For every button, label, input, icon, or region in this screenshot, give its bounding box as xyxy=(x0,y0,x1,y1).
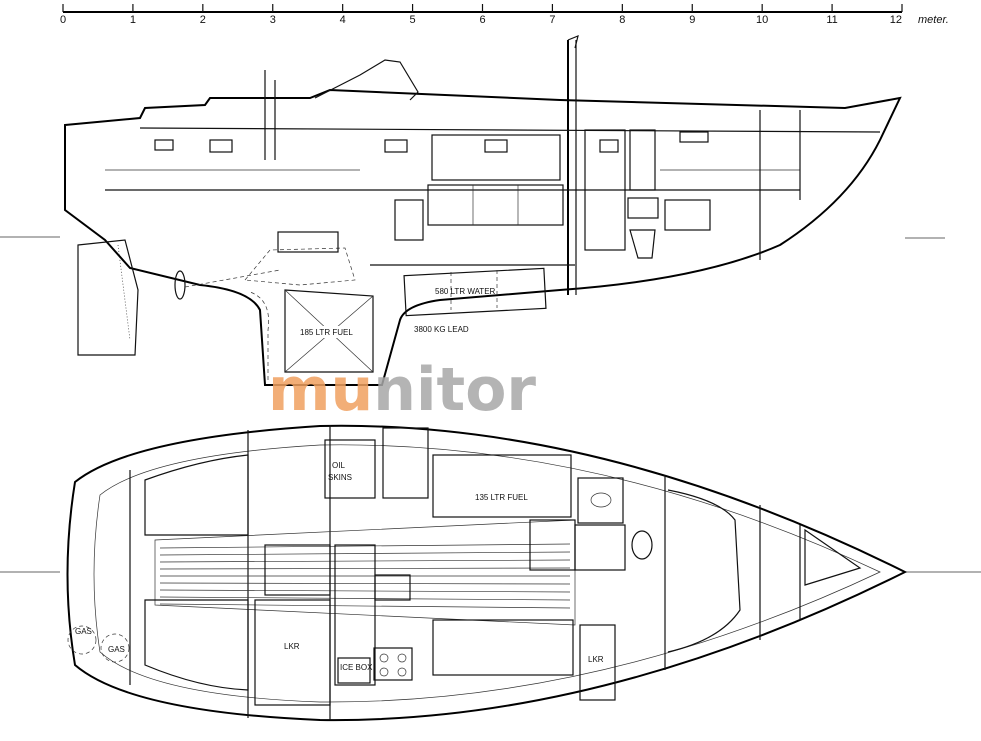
sole-plank xyxy=(159,582,571,585)
oil-skins-label-2: SKINS xyxy=(328,473,352,482)
scale-tick-label: 5 xyxy=(410,14,416,26)
sole-plank xyxy=(159,559,571,563)
plan-fuel-tank xyxy=(432,454,572,518)
ice-box-label: ICE BOX xyxy=(340,663,373,672)
sole-plank xyxy=(159,603,571,609)
sole-plank xyxy=(159,589,571,593)
watermark-logo: munitor xyxy=(268,355,536,425)
scale-tick-label: 1 xyxy=(130,14,136,26)
stove xyxy=(373,647,413,681)
watermark-orange: mu xyxy=(268,355,373,425)
oil-skins-label-1: OIL xyxy=(332,461,345,470)
gas-label-2: GAS xyxy=(108,645,125,654)
scale-tick-label: 10 xyxy=(756,14,768,26)
plan-fuel-label: 135 LTR FUEL xyxy=(475,493,528,502)
scale-tick-label: 8 xyxy=(619,14,625,26)
watermark-grey: nitor xyxy=(373,355,536,425)
sole-plank xyxy=(159,596,571,601)
profile-view: 580 LTR WATER 185 LTR FUEL 3800 KG LEAD xyxy=(0,35,945,386)
plan-hull xyxy=(66,424,908,722)
fuel-tank-label: 185 LTR FUEL xyxy=(300,328,353,337)
water-tank xyxy=(403,267,547,317)
sole-plank xyxy=(159,543,571,549)
plan-toilet xyxy=(631,530,653,560)
scale-tick-label: 0 xyxy=(60,14,66,26)
watermark-text: munitor xyxy=(268,355,536,425)
scale-unit: meter. xyxy=(918,14,949,26)
scale-tick-label: 7 xyxy=(549,14,555,26)
sole-plank xyxy=(159,567,571,570)
scale-tick-label: 9 xyxy=(689,14,695,26)
locker-fwd-label: LKR xyxy=(588,655,604,664)
rudder xyxy=(77,239,139,356)
scale-tick-label: 2 xyxy=(200,14,206,26)
scale-tick-label: 3 xyxy=(270,14,276,26)
toilet xyxy=(629,229,656,259)
scale-tick-label: 11 xyxy=(826,14,837,26)
gas-label-1: GAS xyxy=(75,627,92,636)
ballast-label: 3800 KG LEAD xyxy=(414,325,469,334)
propeller xyxy=(174,270,186,300)
profile-hull xyxy=(64,88,902,386)
water-tank-label: 580 LTR WATER xyxy=(435,287,496,296)
locker-aft-label: LKR xyxy=(284,642,300,651)
scale-tick-label: 4 xyxy=(340,14,346,26)
scale-tick-label: 6 xyxy=(479,14,485,26)
scale-tick-label: 12 xyxy=(890,14,902,26)
plan-view: OIL SKINS 135 LTR FUEL ICE BOX LKR LKR G… xyxy=(0,424,981,722)
sole-plank xyxy=(159,551,571,556)
